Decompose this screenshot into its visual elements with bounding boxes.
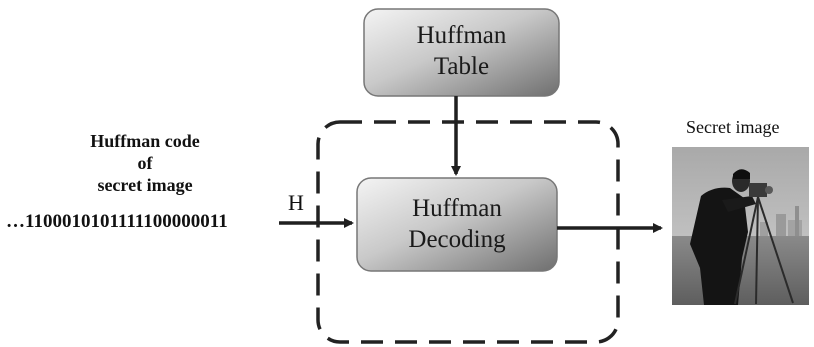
secret-image-caption: Secret image [686, 117, 780, 137]
cameraman-photo [672, 147, 809, 305]
huffman-table-label: Huffman Table [364, 20, 559, 82]
huffman-decoding-box [356, 177, 558, 272]
huffman-decoding-label-line2: Decoding [408, 226, 506, 253]
dashed-boundary [316, 120, 620, 344]
huffman-decoding-label: Huffman Decoding [357, 193, 557, 255]
input-caption-line1: Huffman code [90, 131, 200, 151]
huffman-table-label-line2: Table [433, 53, 490, 80]
huffman-table-box [363, 8, 560, 97]
input-caption-line3: secret image [97, 175, 193, 195]
huffman-table-label-line1: Huffman [416, 22, 507, 49]
bitstream-text: …1100010101111100000011 [6, 211, 228, 232]
huffman-decoding-label-line1: Huffman [412, 195, 502, 222]
input-caption-line2: of [137, 153, 153, 173]
edge-label-h: H [288, 190, 304, 215]
input-caption: Huffman code of secret image [60, 130, 230, 196]
